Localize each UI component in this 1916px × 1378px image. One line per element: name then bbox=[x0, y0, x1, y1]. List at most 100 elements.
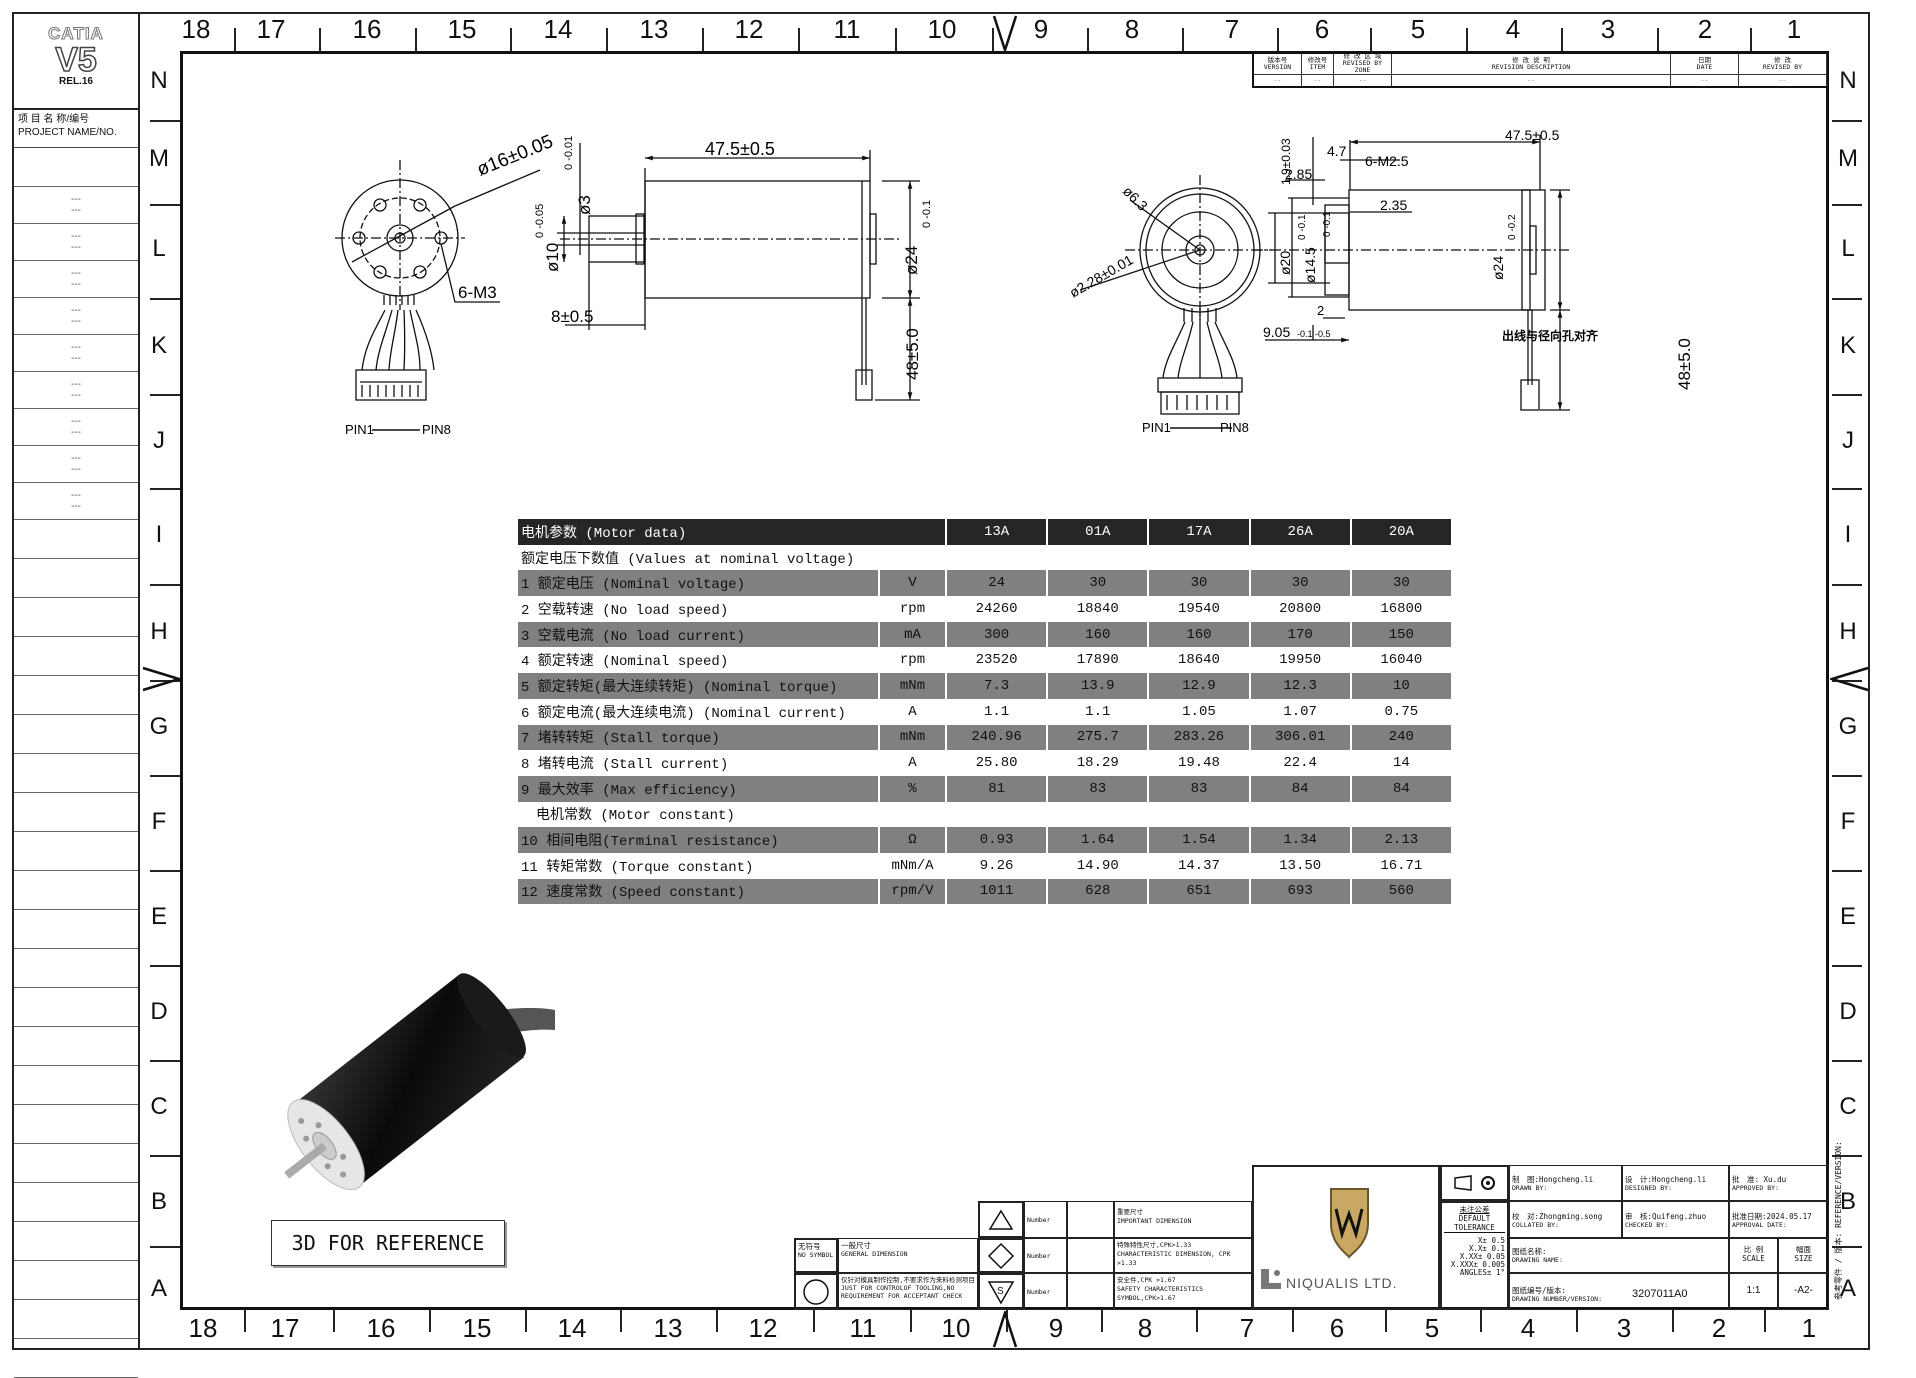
project-row: --- --- bbox=[14, 298, 138, 335]
tolerance-line: ANGLES± 1° bbox=[1459, 1268, 1505, 1277]
zone-divider bbox=[150, 393, 180, 396]
zone-divider bbox=[1764, 1310, 1766, 1332]
dim-4-7: 4.7 bbox=[1327, 143, 1347, 159]
param-value: 14.90 bbox=[1048, 852, 1150, 879]
param-value: 24260 bbox=[947, 596, 1049, 622]
param-value: 1.1 bbox=[947, 698, 1049, 725]
param-value: 10 bbox=[1351, 673, 1453, 699]
zone-row-label: N bbox=[1839, 67, 1857, 94]
project-row-empty bbox=[14, 1222, 138, 1261]
param-value: 1.05 bbox=[1149, 698, 1251, 725]
boss-dia-dimension: ø10 bbox=[543, 243, 562, 272]
project-row-empty bbox=[14, 598, 138, 637]
dim-20: ø20 bbox=[1277, 251, 1293, 275]
param-label: 10 相间电阻(Terminal resistance) bbox=[518, 827, 880, 853]
zone-divider bbox=[715, 1310, 718, 1332]
revision-header-cn: 修 改 bbox=[1774, 55, 1791, 64]
blank-cell bbox=[1067, 1201, 1114, 1238]
no-symbol-cn: 无符号 bbox=[798, 1242, 821, 1251]
zone-column-label: 3 bbox=[1600, 14, 1616, 44]
company-name: NIQUALIS LTD. bbox=[1286, 1275, 1398, 1291]
param-value: 306.01 bbox=[1250, 724, 1352, 751]
zone-divider bbox=[1277, 28, 1279, 51]
param-unit: rpm/V bbox=[880, 878, 947, 905]
desc-cn: 安全件,CPK >1.67 bbox=[1117, 1276, 1176, 1284]
param-value: 0.93 bbox=[947, 827, 1049, 853]
left-front-view bbox=[335, 160, 541, 401]
zone-row-label: M bbox=[1838, 145, 1858, 172]
zone-row-label: J bbox=[1842, 427, 1854, 454]
zone-divider bbox=[510, 28, 512, 51]
zone-row-label: H bbox=[1839, 618, 1857, 645]
number-cell: Number bbox=[1024, 1273, 1067, 1310]
param-value: 16.71 bbox=[1352, 852, 1453, 879]
zone-column-label: 16 bbox=[366, 1313, 396, 1343]
project-row-empty bbox=[14, 949, 138, 988]
param-value: 150 bbox=[1351, 621, 1453, 648]
zone-column-label: 8 bbox=[1124, 14, 1140, 44]
drawing-name-label-en: DRAWING NAME: bbox=[1512, 1256, 1563, 1264]
zone-divider bbox=[1832, 774, 1862, 777]
tolerance-line: X± 0.5 bbox=[1477, 1236, 1505, 1245]
param-value: 84 bbox=[1250, 775, 1352, 802]
project-row-empty bbox=[14, 832, 138, 871]
zone-divider bbox=[150, 774, 180, 777]
zone-divider bbox=[1749, 28, 1752, 51]
zone-column-label: 1 bbox=[1801, 1313, 1817, 1343]
param-value: 19540 bbox=[1149, 596, 1251, 622]
left-panel: CATIA V5 REL.16 项 目 名 称/编号 PROJECT NAME/… bbox=[12, 12, 138, 1378]
zone-divider bbox=[150, 583, 180, 586]
zone-column-label: 12 bbox=[748, 1313, 778, 1343]
desc-cn: 重要尺寸 bbox=[1117, 1208, 1143, 1216]
zone-divider bbox=[150, 869, 180, 872]
pin-start-label: PIN1 bbox=[1142, 420, 1171, 435]
param-label: 7 堵转转矩 (Stall torque) bbox=[518, 724, 880, 751]
param-value: 23520 bbox=[947, 647, 1049, 674]
zone-divider bbox=[1100, 1310, 1103, 1332]
zone-column-label: 9 bbox=[1033, 14, 1049, 44]
zone-row-label: E bbox=[1839, 903, 1857, 930]
param-label: 5 额定转矩(最大连续转矩) (Nominal torque) bbox=[518, 673, 880, 699]
length-dimension: 47.5±0.5 bbox=[705, 139, 775, 159]
param-unit: rpm bbox=[880, 596, 947, 622]
scale-value: 1:1 bbox=[1729, 1273, 1778, 1310]
approval-date-label: 批准日期: bbox=[1732, 1212, 1767, 1221]
param-unit: rpm bbox=[880, 647, 947, 674]
param-value: 13.9 bbox=[1048, 673, 1150, 699]
param-unit: mNm bbox=[880, 673, 947, 699]
param-value: 12.9 bbox=[1149, 673, 1251, 699]
pin-start-label: PIN1 bbox=[345, 422, 374, 437]
param-value: 22.4 bbox=[1251, 750, 1352, 776]
param-value: 19950 bbox=[1251, 647, 1352, 674]
company-logo: NIQUALIS LTD. bbox=[1261, 1188, 1398, 1291]
param-value: 651 bbox=[1149, 878, 1251, 905]
approved-label-en: APPROVED BY: bbox=[1732, 1184, 1779, 1192]
zone-divider bbox=[1832, 1059, 1862, 1062]
zone-divider bbox=[1832, 679, 1862, 682]
project-row-empty bbox=[14, 1300, 138, 1339]
project-row: --- --- bbox=[14, 409, 138, 446]
zone-divider bbox=[1832, 488, 1862, 490]
zone-row-label: K bbox=[150, 332, 168, 359]
zone-row-label: C bbox=[1839, 1093, 1857, 1120]
zone-divider bbox=[894, 28, 897, 51]
drawing-number-cell: 图纸编号/版本:DRAWING NUMBER/VERSION:3207011A0 bbox=[1509, 1273, 1729, 1310]
param-value: 1.07 bbox=[1251, 698, 1352, 725]
project-row-empty bbox=[14, 1144, 138, 1183]
projection-icon bbox=[1453, 1175, 1495, 1191]
body-dia-dimension: ø24 bbox=[902, 246, 921, 275]
zone-divider bbox=[1832, 1154, 1862, 1157]
right-side-view bbox=[1253, 135, 1570, 411]
param-value: 16800 bbox=[1352, 596, 1453, 622]
param-value: 18.29 bbox=[1048, 750, 1150, 776]
designed-value: Hongcheng.li bbox=[1652, 1175, 1707, 1184]
zone-column-label: 14 bbox=[557, 1313, 587, 1343]
project-row: --- --- bbox=[14, 446, 138, 483]
zone-divider bbox=[1182, 28, 1184, 51]
